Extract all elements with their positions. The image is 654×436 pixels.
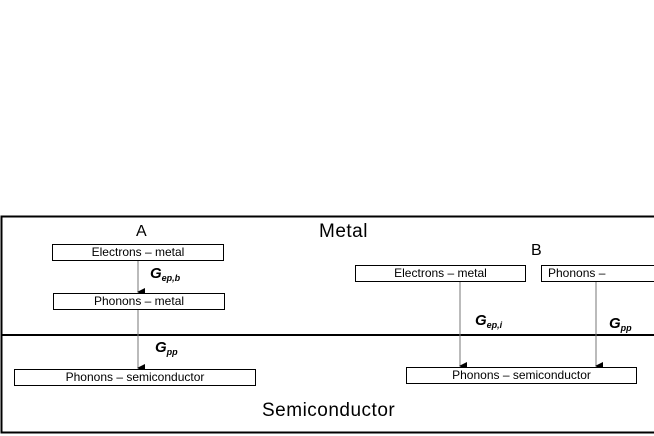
symbol-b-g-ep: G <box>475 312 487 329</box>
subscript-a-g-ep: ep,b <box>161 273 181 283</box>
box-b-phonons-semiconductor: Phonons – semiconductor <box>406 367 637 384</box>
label-a-g-pp: Gpp <box>155 340 178 357</box>
frame-top-left-bottom <box>0 215 654 434</box>
label-b-g-ep: Gep,i <box>475 313 502 330</box>
symbol-a-g-pp: G <box>155 339 167 356</box>
subscript-b-g-pp: pp <box>620 323 632 333</box>
box-b-electrons-metal: Electrons – metal <box>355 265 526 282</box>
box-b-phonons-metal: Phonons – <box>541 265 654 282</box>
label-a-g-ep: Gep,b <box>150 266 180 283</box>
symbol-b-g-pp: G <box>609 315 621 332</box>
box-a-electrons-metal: Electrons – metal <box>52 244 224 261</box>
box-a-phonons-metal: Phonons – metal <box>53 293 225 310</box>
box-a-phonons-semiconductor: Phonons – semiconductor <box>14 369 256 386</box>
subscript-a-g-pp: pp <box>166 347 178 357</box>
semiconductor-region-title: Semiconductor <box>262 400 396 421</box>
subscript-b-g-ep: ep,i <box>486 320 503 330</box>
config-b-label: B <box>531 242 542 259</box>
config-a-label: A <box>136 223 147 240</box>
metal-region-title: Metal <box>319 221 368 242</box>
symbol-a-g-ep: G <box>150 265 162 282</box>
label-b-g-pp: Gpp <box>609 316 632 333</box>
